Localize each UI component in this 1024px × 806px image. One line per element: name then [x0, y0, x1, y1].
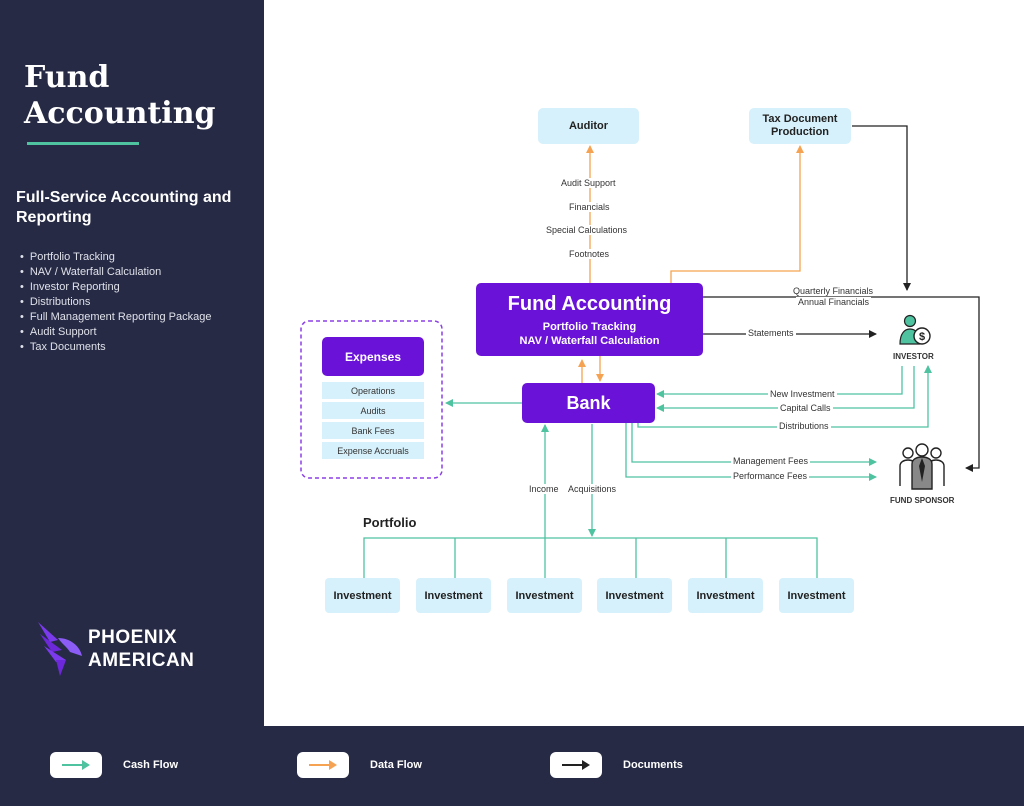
investor-label: INVESTOR: [893, 352, 934, 361]
investment-box: Investment: [507, 578, 582, 613]
expenses-container: [300, 320, 443, 479]
service-item: Full Management Reporting Package: [20, 310, 212, 325]
svg-text:$: $: [919, 331, 925, 343]
flow-label: New Investment: [768, 389, 837, 399]
sidebar: Fund Accounting Full-Service Accounting …: [0, 0, 264, 726]
data-flow-label: Data Flow: [370, 759, 422, 771]
logo-wordmark: PHOENIX AMERICAN: [88, 627, 195, 671]
fund-accounting-title: Fund Accounting: [507, 292, 672, 315]
flow-label: Footnotes: [567, 249, 612, 259]
flow-label: Quarterly Financials: [791, 286, 876, 296]
flow-label: Distributions: [777, 421, 831, 431]
phoenix-icon: [38, 622, 82, 676]
data-flow-swatch: [297, 752, 349, 778]
fund-accounting-line2: NAV / Waterfall Calculation: [519, 334, 660, 347]
flow-label: Management Fees: [731, 456, 811, 466]
flow-label: Special Calculations: [544, 225, 630, 235]
investment-box: Investment: [597, 578, 672, 613]
service-item: Investor Reporting: [20, 280, 211, 295]
cash-flow-label: Cash Flow: [123, 759, 179, 771]
flow-label: Annual Financials: [796, 297, 872, 307]
flow-label: Audit Support: [559, 178, 618, 188]
service-item: Distributions: [20, 295, 211, 310]
investment-box: Investment: [416, 578, 491, 613]
tax-data-flow: [670, 145, 804, 283]
orange-arrow-icon: [309, 760, 337, 770]
service-item: Portfolio Tracking: [20, 250, 211, 265]
sidebar-subtitle: Full-Service Accounting and Reporting: [16, 189, 232, 226]
investor-icon: $: [899, 314, 931, 345]
flow-label: Income: [527, 484, 561, 494]
expense-item: Expense Accruals: [322, 442, 424, 459]
flow-label: Financials: [567, 202, 612, 212]
documents-swatch: [550, 752, 602, 778]
investment-box: Investment: [688, 578, 763, 613]
documents-label: Documents: [623, 759, 683, 771]
expense-item: Operations: [322, 382, 424, 399]
new-investment-flow: [656, 366, 903, 398]
sidebar-title: Fund Accounting: [24, 60, 216, 131]
investment-box: Investment: [325, 578, 400, 613]
flow-label: Statements: [746, 328, 796, 338]
service-list: Portfolio Tracking NAV / Waterfall Calcu…: [20, 250, 212, 355]
service-item: NAV / Waterfall Calculation: [20, 265, 211, 280]
title-underline: [27, 142, 139, 145]
fund-accounting-line1: Portfolio Tracking: [542, 320, 637, 333]
expenses-title: Expenses: [322, 337, 424, 376]
expense-item: Audits: [322, 402, 424, 419]
fund-accounting-box: Fund Accounting Portfolio Tracking NAV /…: [476, 283, 703, 356]
company-logo: PHOENIX AMERICAN: [36, 616, 226, 680]
portfolio-bus: [363, 537, 818, 578]
fund-sponsor-icon: [899, 443, 945, 490]
cash-flow-swatch: [50, 752, 102, 778]
tax-docs-to-investor: [852, 125, 911, 291]
flow-label: Performance Fees: [731, 471, 810, 481]
flow-connectors: [300, 125, 980, 578]
performance-fees-flow: [625, 423, 877, 481]
fund-sponsor-label: FUND SPONSOR: [890, 496, 955, 505]
green-arrow-icon: [62, 760, 90, 770]
tax-document-box: Tax Document Production: [749, 108, 851, 144]
portfolio-label: Portfolio: [363, 515, 417, 530]
bank-box: Bank: [522, 383, 655, 423]
legend-footer: Cash Flow Data Flow Documents: [0, 726, 1024, 806]
expense-item: Bank Fees: [322, 422, 424, 439]
investment-box: Investment: [779, 578, 854, 613]
auditor-box: Auditor: [538, 108, 639, 144]
flow-label: Capital Calls: [778, 403, 833, 413]
capital-calls-flow: [656, 366, 915, 412]
service-item: Audit Support: [20, 325, 211, 340]
flow-label: Acquisitions: [566, 484, 619, 494]
black-arrow-icon: [562, 760, 590, 770]
service-item: Tax Documents: [20, 340, 211, 355]
